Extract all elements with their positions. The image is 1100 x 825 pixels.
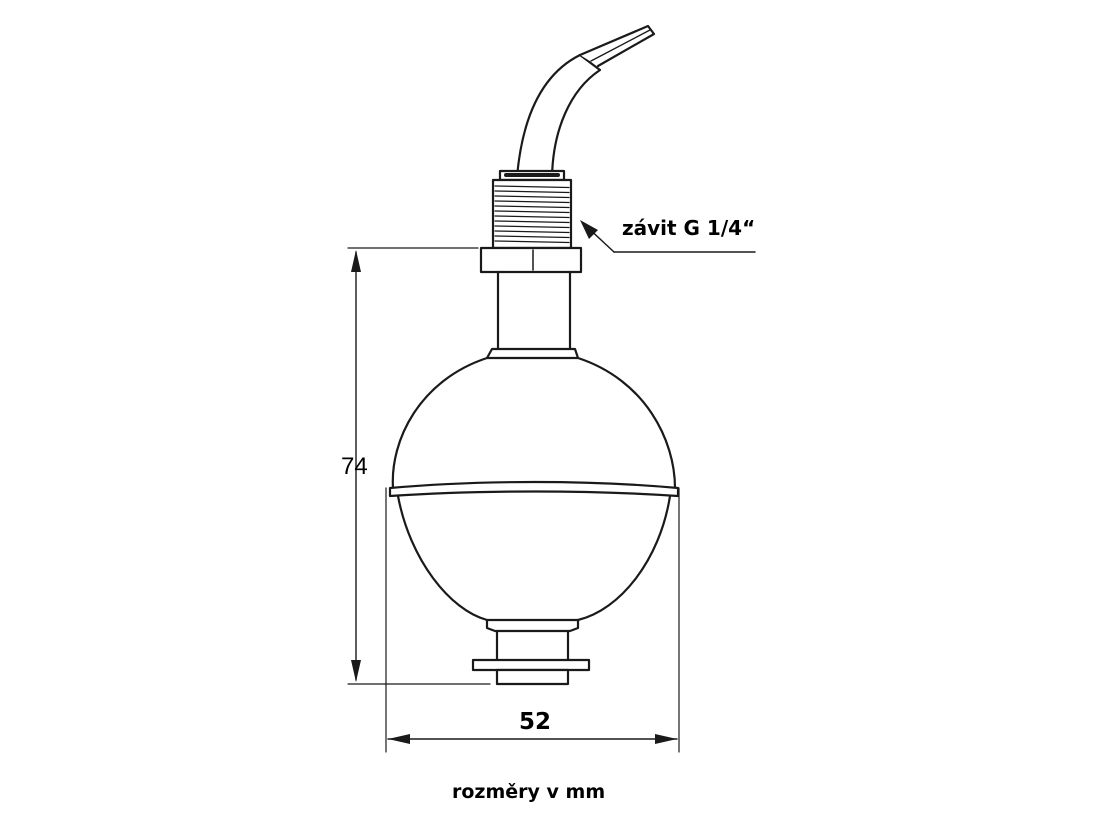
- units-caption: rozměry v mm: [452, 781, 606, 803]
- hex-nut: [479, 246, 583, 274]
- thread-ridge: [494, 225, 570, 229]
- thread-ridge: [494, 215, 570, 219]
- extension-lines: [347, 247, 680, 753]
- thread-ridge: [494, 185, 570, 189]
- height-dimension-line: [351, 250, 361, 682]
- thread-leader: [580, 220, 756, 253]
- width-dimension-line: [387, 734, 678, 744]
- thread-ridge: [494, 240, 570, 244]
- thread-lines: [494, 185, 570, 244]
- thread-ridge: [494, 205, 570, 209]
- cable: [515, 24, 656, 179]
- thread-callout-label: závit G 1/4“: [622, 216, 756, 240]
- thread-ridge: [494, 195, 570, 199]
- width-dimension-label: 52: [519, 709, 552, 735]
- thread-ridge: [494, 235, 570, 239]
- thread-ridge: [494, 210, 570, 214]
- float-ball: [388, 356, 680, 622]
- thread-ridge: [494, 200, 570, 204]
- thread-ridge: [494, 220, 570, 224]
- height-dimension-label: 74: [341, 453, 368, 480]
- threaded-fitting: [491, 169, 573, 250]
- bottom-boss: [471, 618, 591, 686]
- thread-ridge: [494, 190, 570, 194]
- thread-ridge: [494, 230, 570, 234]
- stem: [485, 270, 580, 360]
